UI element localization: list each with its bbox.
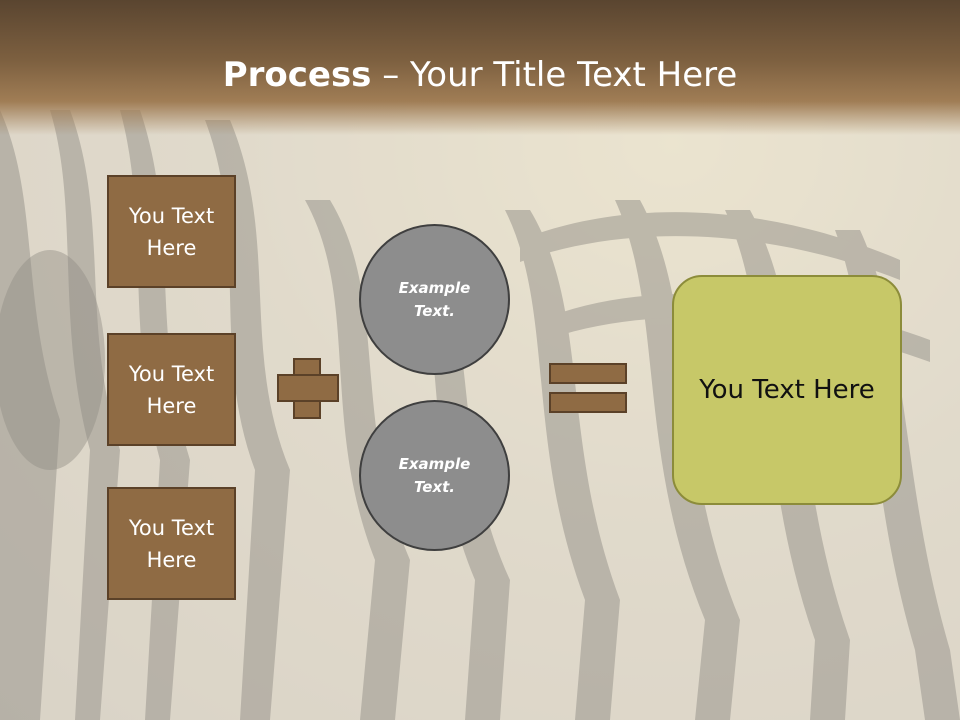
example-circle-1[interactable]: Example Text. bbox=[359, 224, 510, 375]
slide-title: Process – Your Title Text Here bbox=[0, 52, 960, 98]
circle-label: Example Text. bbox=[398, 454, 471, 496]
title-bar bbox=[0, 0, 960, 135]
text-box-3[interactable]: You Text Here bbox=[107, 487, 236, 600]
example-circle-2[interactable]: Example Text. bbox=[359, 400, 510, 551]
text-box-2[interactable]: You Text Here bbox=[107, 333, 236, 446]
circle-label: Example Text. bbox=[398, 278, 471, 320]
text-box-label: You Text Here bbox=[128, 515, 215, 572]
result-label: You Text Here bbox=[699, 375, 875, 405]
equals-bottom-bar bbox=[549, 392, 627, 413]
text-box-1[interactable]: You Text Here bbox=[107, 175, 236, 288]
text-box-label: You Text Here bbox=[128, 203, 215, 260]
equals-top-bar bbox=[549, 363, 627, 384]
title-strong: Process bbox=[222, 55, 372, 95]
text-box-label: You Text Here bbox=[128, 361, 215, 418]
title-rest: – Your Title Text Here bbox=[371, 55, 738, 95]
result-box[interactable]: You Text Here bbox=[672, 275, 902, 505]
plus-center bbox=[295, 376, 319, 400]
